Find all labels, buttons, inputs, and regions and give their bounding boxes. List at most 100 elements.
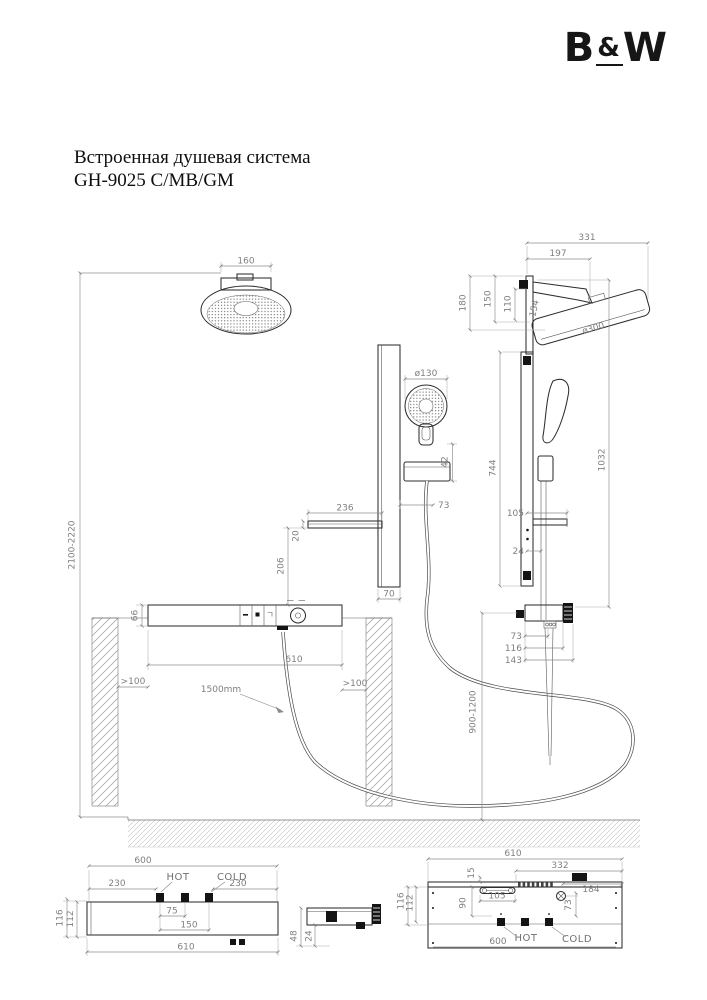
product-title: Встроенная душевая система GH-9025 C/MB/… — [74, 146, 311, 192]
mount-block — [519, 280, 528, 289]
dim-shelf-thickness: 20 — [292, 530, 302, 542]
side-rail — [520, 351, 570, 620]
bottom-side-view: 48 24 — [290, 904, 381, 948]
dim-depth-1: 73 — [511, 632, 522, 642]
dim-shelf-width: 236 — [336, 504, 353, 514]
dim-shelf-depth: 105 — [507, 509, 524, 519]
mode-icon — [243, 614, 248, 616]
dim-head-width: 160 — [237, 257, 254, 267]
logo-w: W — [622, 25, 669, 71]
dim-panel-height: 66 — [131, 610, 141, 622]
nozzle-row — [518, 882, 553, 887]
dim-depth-2: 116 — [505, 644, 522, 654]
hose-outlet — [277, 626, 288, 630]
dim-hand-shower-dia: ø130 — [415, 369, 438, 379]
dim-depth-3: 143 — [505, 656, 522, 666]
knob-top — [555, 890, 567, 902]
dim-head-dia: ø300 — [581, 321, 606, 337]
front-view: 160 2100-2220 ø130 42 73 236 — [68, 257, 635, 819]
dim-offset-right: 230 — [229, 879, 246, 889]
dim-spacing-2: 150 — [180, 921, 197, 931]
dim-mount-height: 900-1200 — [469, 690, 479, 734]
side-view: 331 197 180 150 110 154 ø300 7 — [459, 233, 651, 822]
cold-label: COLD — [217, 872, 247, 883]
dim-install-height: 2100-2220 — [68, 520, 78, 569]
inlet-hot — [156, 893, 164, 902]
dim-hose-gap: 73 — [438, 501, 449, 511]
dim-height-inner: 112 — [406, 894, 416, 911]
dim-head-drop: 180 — [459, 294, 469, 311]
dim-width-bottom: 610 — [177, 943, 194, 953]
cold-label: COLD — [562, 934, 592, 945]
hand-shower — [403, 384, 451, 482]
brand-logo: B&W — [564, 28, 669, 68]
dim-depth-inner: 24 — [305, 930, 315, 942]
dim-total-height: 1032 — [598, 449, 608, 472]
side-hose — [544, 627, 554, 765]
dim-offset-left: 230 — [108, 879, 125, 889]
dim-rod-depth: 24 — [513, 547, 525, 557]
dim-plate: 154 — [528, 299, 541, 318]
side-overhead-shower — [519, 275, 651, 355]
dim-edge: 15 — [467, 867, 477, 878]
dim-outlet: 184 — [582, 885, 599, 895]
inlet-cold — [205, 893, 213, 902]
inlet-mid — [521, 918, 529, 926]
dim-width-top: 600 — [134, 856, 151, 866]
dim-arm-total: 331 — [578, 233, 595, 243]
dim-arm-inner: 110 — [504, 295, 514, 312]
dim-min-right: >100 — [343, 679, 368, 689]
side-hand-shower — [542, 378, 570, 444]
knob-side — [372, 904, 381, 924]
product-model: GH-9025 C/MB/GM — [74, 170, 234, 191]
logo-ampersand: & — [596, 33, 623, 66]
bottom-top-view: 610 332 15 184 105 90 73 116 112 — [397, 849, 624, 949]
dim-hose-length: 1500mm — [201, 685, 241, 695]
temperature-knob — [289, 607, 307, 624]
walls — [80, 617, 393, 818]
shower-hose — [281, 480, 635, 808]
dim-height-outer: 116 — [397, 892, 407, 909]
mount-block — [572, 873, 587, 881]
side-shelf — [532, 518, 568, 526]
waterfall-slot — [479, 886, 516, 895]
side-dimensions: 331 197 180 150 110 154 ø300 7 — [459, 233, 650, 822]
dim-knob-offset: 73 — [564, 899, 574, 910]
dim-arm-height: 150 — [484, 290, 494, 307]
dim-height-outer: 116 — [56, 909, 66, 926]
dim-rail-height: 744 — [489, 459, 499, 476]
shower-rail — [377, 344, 401, 588]
dim-spacing-1: 75 — [166, 907, 177, 917]
side-panel — [516, 603, 573, 765]
side-knob — [563, 603, 573, 623]
mode-icon — [267, 612, 273, 617]
hot-label: HOT — [167, 872, 190, 883]
hot-label: HOT — [515, 933, 538, 944]
side-holder — [537, 455, 554, 482]
dim-width-bottom: 600 — [489, 937, 506, 947]
shelf — [307, 520, 383, 529]
logo-b: B — [563, 25, 597, 71]
floor — [127, 817, 640, 848]
wall-anchor — [516, 610, 524, 618]
dim-min-left: >100 — [121, 677, 146, 687]
overhead-shower — [80, 272, 292, 335]
product-title-line1: Встроенная душевая система — [74, 147, 311, 168]
inlet-hot — [497, 918, 505, 926]
dim-arm-length: 197 — [549, 249, 566, 259]
dim-slot: 105 — [488, 892, 505, 902]
dim-width-top: 610 — [504, 849, 521, 859]
dim-slot-depth: 90 — [459, 897, 469, 909]
dim-holder: 42 — [441, 456, 451, 467]
front-dimensions: 160 2100-2220 ø130 42 73 236 — [68, 257, 457, 819]
dim-right-section: 332 — [551, 861, 568, 871]
mode-icon — [255, 612, 260, 617]
dim-height-inner: 112 — [66, 910, 76, 927]
inlet-mid — [181, 893, 189, 902]
dim-depth-outer: 48 — [290, 930, 300, 942]
dim-panel-width: 610 — [285, 655, 302, 665]
control-panel — [147, 600, 343, 630]
bottom-front-view: 600 HOT COLD 230 230 75 150 610 116 — [56, 856, 280, 956]
